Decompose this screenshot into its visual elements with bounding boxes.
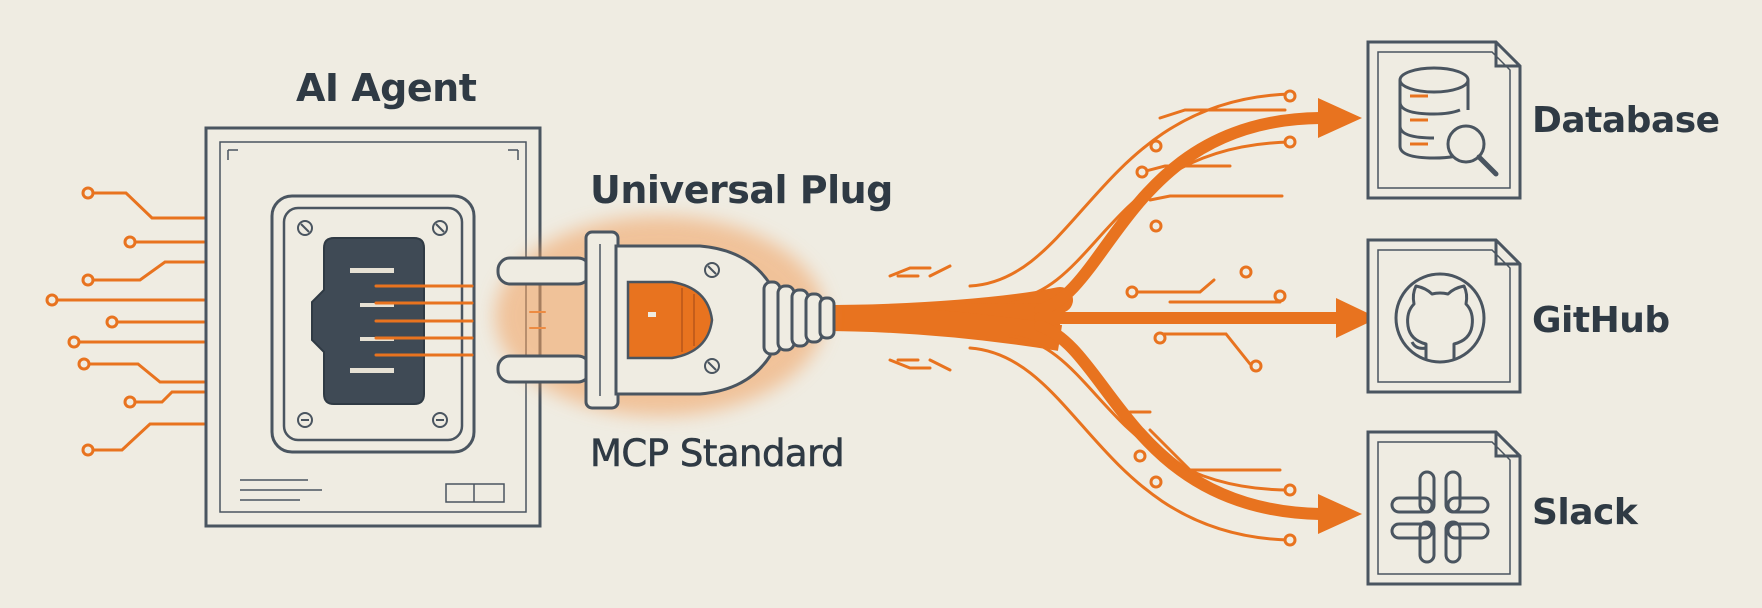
universal-plug bbox=[495, 216, 836, 416]
cable bbox=[807, 287, 1073, 351]
arrow-heads bbox=[1318, 98, 1378, 534]
flow-lines bbox=[888, 92, 1292, 542]
circuit-nodes bbox=[45, 186, 137, 457]
slack-card bbox=[1366, 430, 1522, 586]
branch-arrows bbox=[1034, 112, 1346, 520]
slack-icon bbox=[1390, 470, 1490, 564]
github-icon bbox=[1394, 272, 1486, 364]
standard-label: MCP Standard bbox=[590, 432, 845, 476]
agent-label: AI Agent bbox=[296, 66, 477, 110]
connector-lines bbox=[374, 284, 546, 357]
slack-label: Slack bbox=[1532, 492, 1638, 533]
right-circuit-nodes bbox=[1125, 89, 1297, 547]
power-socket bbox=[270, 194, 476, 454]
signal-marks bbox=[896, 264, 952, 372]
database-search-icon bbox=[1398, 66, 1499, 177]
plug-label: Universal Plug bbox=[590, 168, 893, 212]
github-label: GitHub bbox=[1532, 300, 1670, 341]
right-circuit-traces bbox=[1128, 108, 1287, 472]
database-label: Database bbox=[1532, 100, 1720, 141]
github-card bbox=[1366, 238, 1522, 394]
circuit-traces bbox=[54, 191, 206, 452]
database-card bbox=[1366, 40, 1522, 200]
